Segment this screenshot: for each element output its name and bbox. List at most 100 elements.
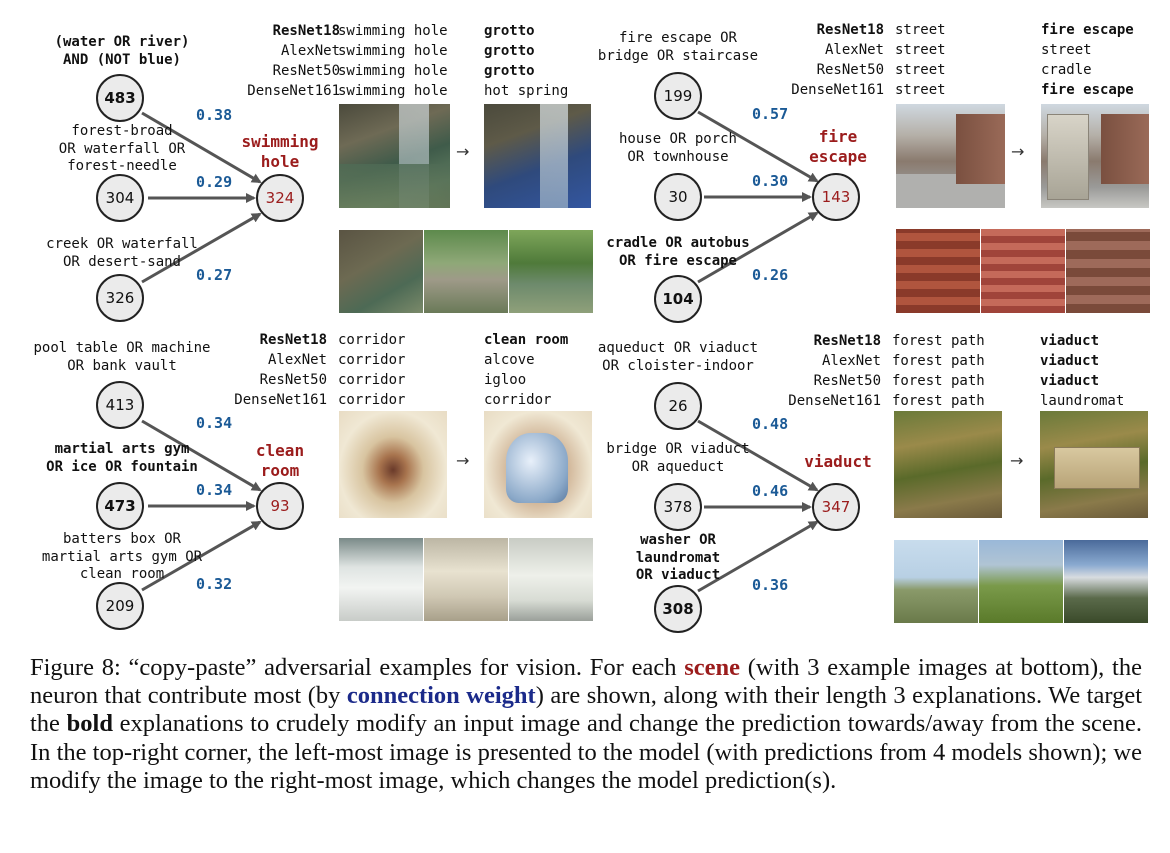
edge-308 bbox=[697, 520, 819, 593]
example-image bbox=[1064, 540, 1148, 623]
neuron-node: 326 bbox=[96, 274, 144, 322]
explanation-line: bridge OR staircase bbox=[597, 47, 759, 64]
modified-image-street bbox=[1041, 104, 1149, 208]
example-image bbox=[509, 538, 593, 621]
example-image bbox=[339, 230, 423, 313]
modified-image-forest-path bbox=[1040, 411, 1148, 518]
example-image bbox=[896, 229, 980, 313]
edge-104 bbox=[697, 211, 819, 284]
scene-label: viaduct bbox=[796, 452, 880, 472]
scene-label-line: room bbox=[260, 461, 300, 480]
model-names: ResNet18 AlexNet ResNet50 DenseNet161 bbox=[780, 20, 884, 100]
neuron-308-explanation: washer OR laundromat OR viaduct bbox=[624, 532, 732, 585]
explanation-line: cradle OR autobus bbox=[606, 235, 750, 251]
edge-483 bbox=[141, 111, 262, 184]
model-names: ResNet18 AlexNet ResNet50 DenseNet161 bbox=[230, 330, 327, 410]
predictions-after: fire escape street cradle fire escape bbox=[1041, 20, 1151, 100]
connection-weight: 0.26 bbox=[752, 266, 789, 284]
neuron-node: 483 bbox=[96, 74, 144, 122]
neuron-209-explanation: batters box OR martial arts gym OR clean… bbox=[34, 531, 210, 584]
figure-caption: Figure 8: “copy-paste” adversarial examp… bbox=[30, 654, 1142, 795]
prediction: hot spring bbox=[484, 83, 569, 99]
neuron-node: 473 bbox=[96, 482, 144, 530]
example-image bbox=[979, 540, 1063, 623]
connection-weight: 0.34 bbox=[196, 481, 233, 499]
model-name: ResNet18 bbox=[259, 332, 327, 348]
connection-weight: 0.27 bbox=[196, 266, 233, 284]
model-name: AlexNet bbox=[280, 43, 340, 59]
predictions-before: forest path forest path forest path fore… bbox=[892, 331, 1002, 411]
neuron-26-explanation: aqueduct OR viaduct OR cloister-indoor bbox=[590, 340, 766, 375]
connection-weight: 0.38 bbox=[196, 106, 233, 124]
explanation-line: (water OR river) bbox=[54, 34, 190, 50]
explanation-line: fire escape OR bbox=[618, 30, 737, 46]
model-name: DenseNet161 bbox=[247, 83, 340, 99]
arrow-right-icon: → bbox=[456, 142, 470, 161]
model-name: ResNet50 bbox=[816, 62, 884, 78]
example-image bbox=[509, 230, 593, 313]
predictions-before: street street street street bbox=[895, 20, 975, 100]
modified-image-swimming-hole bbox=[484, 104, 591, 208]
model-name: ResNet50 bbox=[259, 372, 327, 388]
prediction: viaduct bbox=[1040, 373, 1100, 389]
neuron-378-explanation: bridge OR viaduct OR aqueduct bbox=[596, 441, 760, 476]
model-name: ResNet18 bbox=[816, 22, 884, 38]
edge-199 bbox=[697, 110, 819, 183]
explanation-line: creek OR waterfall bbox=[46, 236, 198, 252]
connection-weight: 0.32 bbox=[196, 575, 233, 593]
connection-weight: 0.46 bbox=[752, 482, 789, 500]
connection-weight: 0.48 bbox=[752, 415, 789, 433]
prediction: clean room bbox=[484, 332, 569, 348]
scene-label-line: escape bbox=[809, 147, 867, 166]
prediction: viaduct bbox=[1040, 333, 1100, 349]
prediction: igloo bbox=[484, 372, 527, 388]
prediction: cradle bbox=[1041, 62, 1092, 78]
scene-label-line: fire bbox=[818, 127, 858, 146]
explanation-line: martial arts gym OR bbox=[41, 548, 203, 565]
explanation-line: aqueduct OR viaduct bbox=[597, 340, 759, 356]
scene-label: fire escape bbox=[796, 127, 880, 167]
arrow-right-icon: → bbox=[456, 451, 470, 470]
connection-weight: 0.57 bbox=[752, 105, 789, 123]
arrow-right-icon: → bbox=[1011, 142, 1025, 161]
model-name: DenseNet161 bbox=[791, 82, 884, 98]
scene-node: 324 bbox=[256, 174, 304, 222]
caption-text: ) are shown, along with their length 3 e… bbox=[30, 682, 1143, 738]
neuron-30-explanation: house OR porch OR townhouse bbox=[604, 131, 752, 166]
connection-weight: 0.30 bbox=[752, 172, 789, 190]
scene-node: 347 bbox=[812, 483, 860, 531]
predictions-before: swimming hole swimming hole swimming hol… bbox=[338, 21, 458, 101]
prediction: grotto bbox=[484, 63, 535, 79]
prediction: swimming hole bbox=[338, 23, 448, 39]
model-name: AlexNet bbox=[824, 42, 884, 58]
prediction: corridor bbox=[338, 372, 406, 388]
explanation-line: pool table OR machine bbox=[33, 340, 211, 356]
explanation-line: OR townhouse bbox=[627, 148, 729, 165]
prediction: street bbox=[895, 82, 946, 98]
prediction: alcove bbox=[484, 352, 535, 368]
prediction: grotto bbox=[484, 23, 535, 39]
explanation-line: forest-broad bbox=[71, 123, 173, 139]
explanation-line: OR bank vault bbox=[67, 357, 177, 374]
scene-node: 143 bbox=[812, 173, 860, 221]
neuron-node: 104 bbox=[654, 275, 702, 323]
explanation-line: OR fire escape bbox=[618, 252, 737, 269]
original-image-street bbox=[896, 104, 1005, 208]
edge-209 bbox=[141, 520, 262, 592]
explanation-line: OR cloister-indoor bbox=[602, 357, 754, 374]
prediction: corridor bbox=[338, 332, 406, 348]
prediction: swimming hole bbox=[338, 83, 448, 99]
scene-label-line: viaduct bbox=[804, 452, 872, 471]
explanation-line: forest-needle bbox=[67, 158, 177, 174]
prediction: laundromat bbox=[1040, 393, 1125, 409]
model-name: AlexNet bbox=[821, 353, 881, 369]
example-image bbox=[339, 538, 423, 621]
neuron-node: 30 bbox=[654, 173, 702, 221]
example-image bbox=[1066, 229, 1150, 313]
prediction: grotto bbox=[484, 43, 535, 59]
example-image bbox=[424, 538, 508, 621]
edges bbox=[141, 110, 819, 593]
explanation-line: OR viaduct bbox=[635, 567, 721, 583]
prediction: viaduct bbox=[1040, 353, 1100, 369]
prediction: forest path bbox=[892, 373, 985, 389]
